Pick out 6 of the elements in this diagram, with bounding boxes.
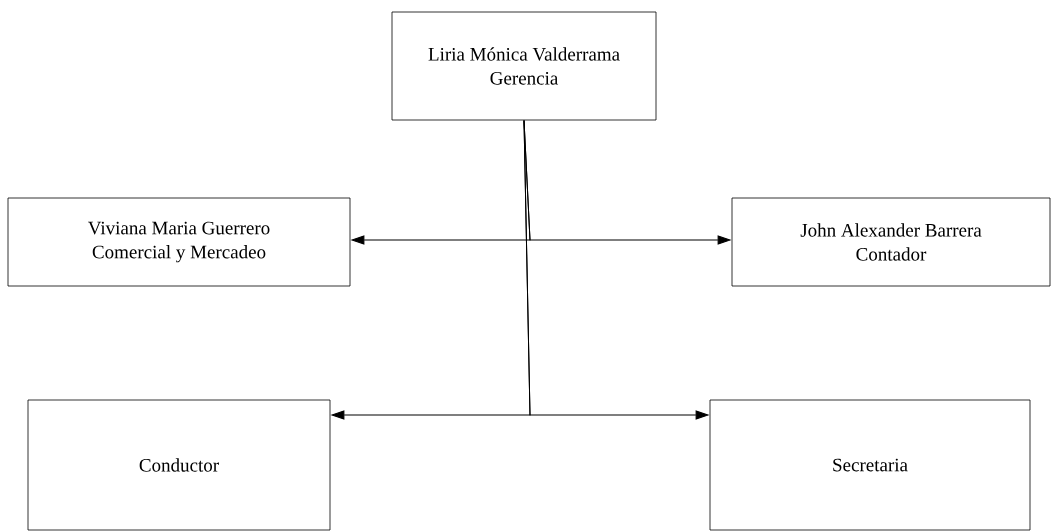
org-box: Viviana Maria Guerrero Comercial y Mercadeo [7, 197, 351, 287]
org-box: Liria Mónica Valderrama Gerencia [391, 11, 657, 121]
org-box: John Alexander Barrera Contador [731, 197, 1051, 287]
connector-arrow [523, 119, 709, 420]
org-box: Secretaria [709, 399, 1031, 531]
org-box: Conductor [27, 399, 331, 531]
